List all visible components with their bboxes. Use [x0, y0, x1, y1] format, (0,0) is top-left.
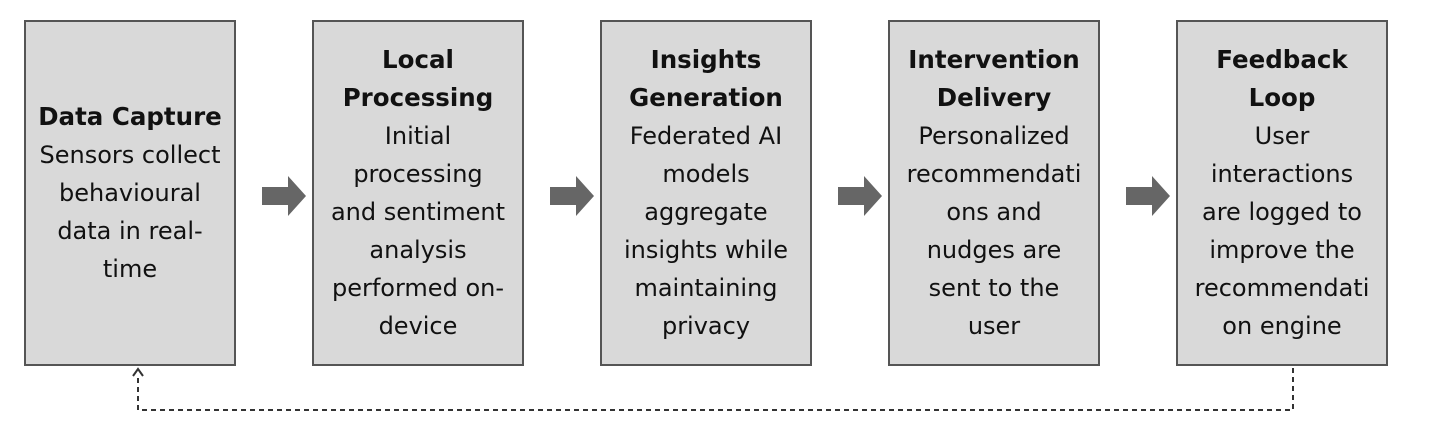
- step-title: Feedback Loop: [1216, 45, 1348, 112]
- step-description: Personalized recommendati ons and nudges…: [906, 122, 1082, 340]
- step-description: Initial processing and sentiment analysi…: [330, 122, 506, 340]
- step-box-insights-generation: Insights Generation Federated AI models …: [600, 20, 812, 366]
- up-arrow-icon: [132, 367, 144, 377]
- step-description: Federated AI models aggregate insights w…: [624, 122, 788, 340]
- step-title: Local Processing: [342, 45, 494, 112]
- right-arrow-icon: [262, 176, 306, 216]
- step-description: User interactions are logged to improve …: [1194, 122, 1370, 340]
- step-box-data-capture: Data Capture Sensors collect behavioural…: [24, 20, 236, 366]
- step-title: Intervention Delivery: [908, 45, 1080, 112]
- step-title: Data Capture: [38, 102, 222, 131]
- step-description: Sensors collect behavioural data in real…: [39, 141, 221, 283]
- step-box-intervention-delivery: Intervention Delivery Personalized recom…: [888, 20, 1100, 366]
- step-title: Insights Generation: [629, 45, 783, 112]
- step-box-local-processing: Local Processing Initial processing and …: [312, 20, 524, 366]
- right-arrow-icon: [838, 176, 882, 216]
- step-box-feedback-loop: Feedback Loop User interactions are logg…: [1176, 20, 1388, 366]
- feedback-dashed-line: [137, 368, 1294, 411]
- right-arrow-icon: [550, 176, 594, 216]
- right-arrow-icon: [1126, 176, 1170, 216]
